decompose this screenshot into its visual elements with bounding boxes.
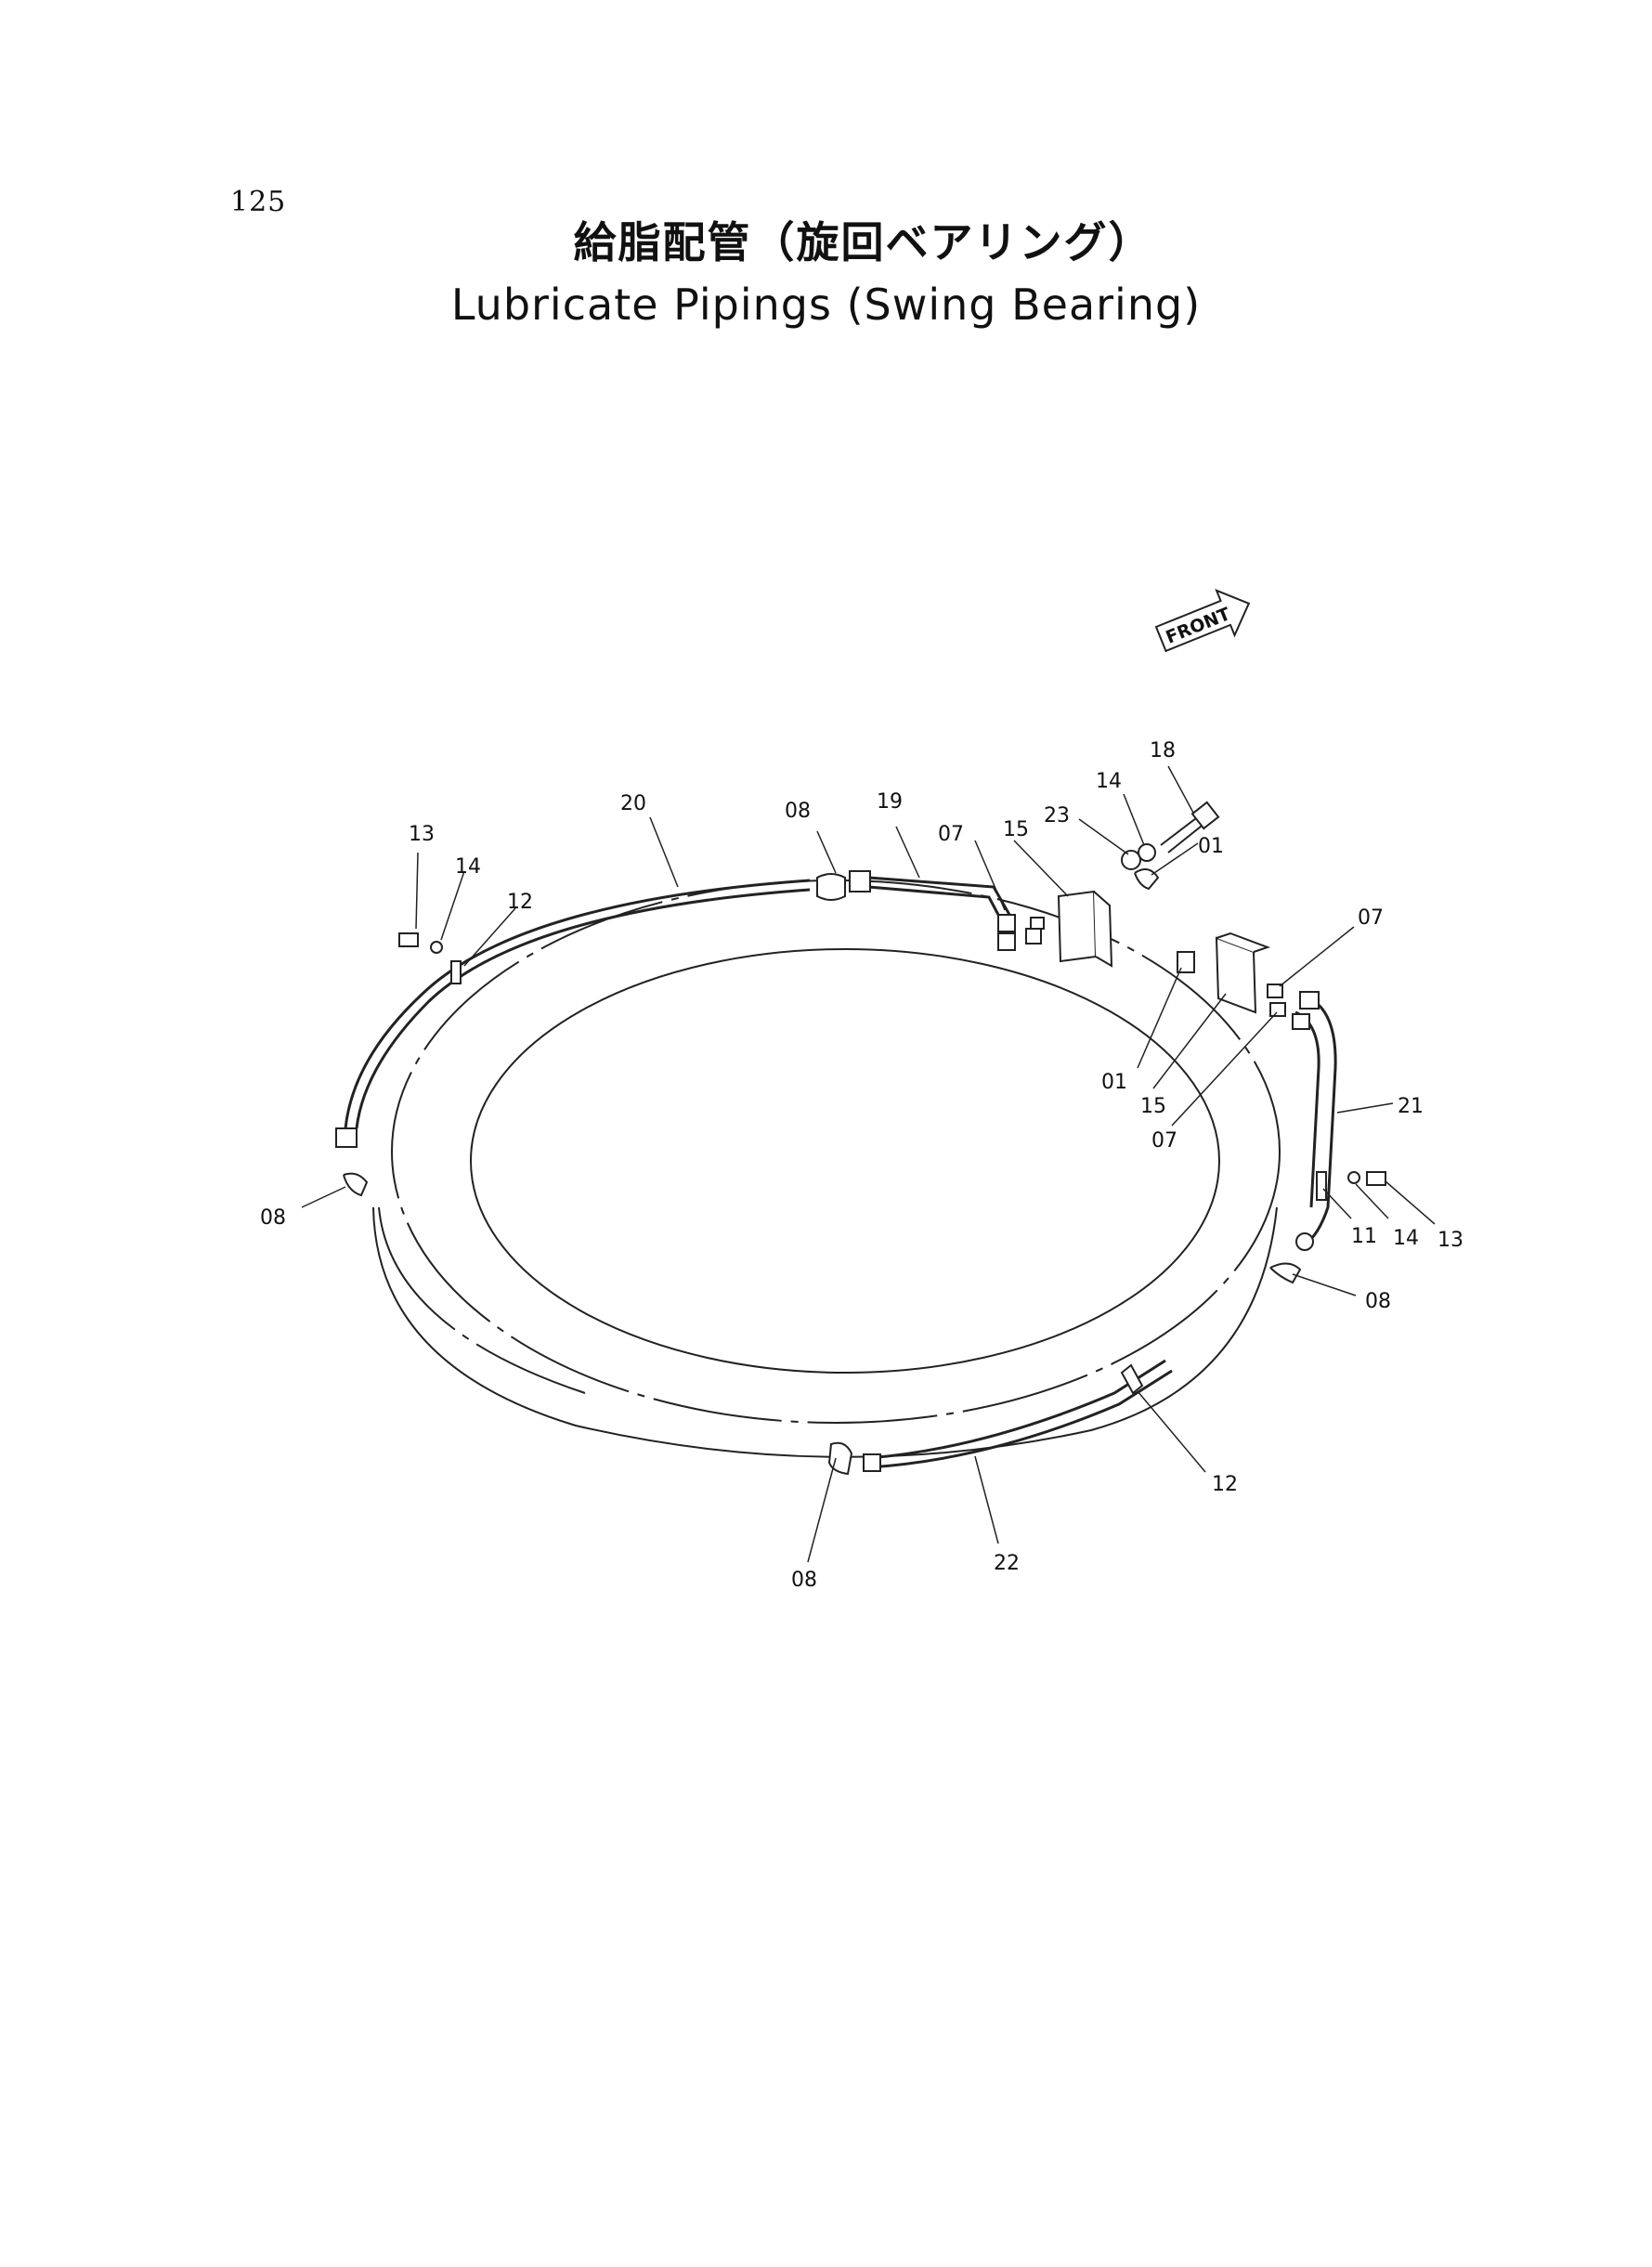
callout-14-left: 14	[455, 855, 481, 879]
callout-13-right: 13	[1437, 1229, 1463, 1252]
callout-08-bottom: 08	[791, 1569, 817, 1592]
pipe-21	[1292, 991, 1337, 1251]
callout-12-bottom: 12	[1212, 1473, 1238, 1496]
callout-01-lower: 01	[1101, 1071, 1127, 1094]
callout-08-right: 08	[1365, 1290, 1391, 1313]
callout-20: 20	[620, 792, 646, 815]
callout-07-upper: 07	[938, 823, 964, 846]
distribution-block-upper	[1025, 890, 1113, 968]
callout-14-right: 14	[1393, 1227, 1419, 1250]
page-number: 125	[230, 186, 287, 218]
title-block: 給脂配管（旋回ベアリング） Lubricate Pipings (Swing B…	[0, 209, 1652, 330]
callout-21: 21	[1398, 1095, 1424, 1118]
callout-13-left: 13	[409, 823, 435, 846]
pipe-22	[827, 1359, 1173, 1476]
pipe-20	[335, 879, 811, 1148]
title-japanese: 給脂配管（旋回ベアリング）	[573, 217, 1153, 267]
pipe-19	[816, 870, 1016, 951]
callout-12-left: 12	[507, 891, 533, 914]
callout-08-left: 08	[260, 1206, 286, 1230]
callout-11: 11	[1351, 1225, 1377, 1248]
callout-07-lower: 07	[1151, 1129, 1177, 1153]
clamp-11-assembly	[1316, 1171, 1386, 1201]
distribution-block-lower	[1177, 932, 1286, 1017]
callout-15-lower: 15	[1140, 1095, 1166, 1118]
callout-19: 19	[877, 790, 903, 814]
callout-22: 22	[994, 1552, 1020, 1575]
callout-15-upper: 15	[1003, 818, 1029, 841]
elbow-08-right	[1269, 1262, 1302, 1284]
callout-08-top: 08	[785, 800, 811, 823]
callout-14-top: 14	[1096, 770, 1122, 793]
callout-01-upper: 01	[1198, 835, 1224, 858]
title-english: Lubricate Pipings (Swing Bearing)	[450, 280, 1202, 330]
callout-18: 18	[1150, 739, 1176, 762]
callout-labels: 13 14 12 20 08 19 07 15 23 14 18 01 07 0…	[260, 739, 1463, 1592]
front-direction-marker: FRONT	[1154, 588, 1251, 653]
elbow-08-left	[343, 1172, 369, 1197]
callout-23: 23	[1044, 804, 1070, 827]
swing-bearing-ring	[372, 879, 1281, 1458]
clamp-12-left-assembly	[398, 932, 462, 984]
leader-lines	[301, 765, 1436, 1563]
callout-07-right: 07	[1358, 906, 1384, 930]
